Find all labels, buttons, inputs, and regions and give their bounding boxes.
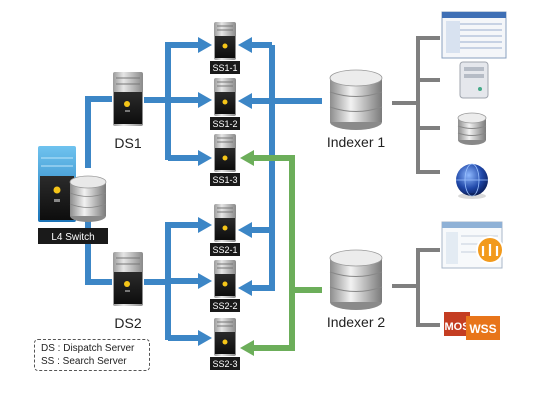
search-server-ss2-3: SS2-3 bbox=[210, 318, 240, 370]
ss-label: SS1-1 bbox=[212, 63, 237, 73]
connector-indexer2-ss23 bbox=[252, 290, 295, 351]
search-server-ss2-1: SS2-1 bbox=[210, 204, 240, 256]
green-connection-lines bbox=[252, 155, 322, 351]
ds2-label: DS2 bbox=[114, 315, 141, 331]
ss-label: SS1-2 bbox=[212, 119, 237, 129]
web-portal-screenshot-icon bbox=[441, 221, 504, 269]
ss-label: SS2-1 bbox=[212, 245, 237, 255]
l4-switch: L4 Switch bbox=[38, 146, 108, 244]
connector-indexer2-ss13 bbox=[252, 155, 322, 293]
ds1-label: DS1 bbox=[114, 135, 141, 151]
legend-ss: SS : Search Server bbox=[41, 356, 127, 367]
legend: DS : Dispatch Server SS : Search Server bbox=[34, 339, 150, 371]
ss-label: SS2-3 bbox=[212, 359, 237, 369]
connector-switch-ds1 bbox=[85, 96, 112, 168]
tower-server-icon bbox=[459, 61, 489, 99]
indexer-2: Indexer 2 bbox=[327, 249, 386, 330]
search-server-ss1-2: SS1-2 bbox=[210, 78, 240, 130]
mos-wss-logo: MOS WSS bbox=[444, 312, 500, 340]
search-server-ss1-3: SS1-3 bbox=[210, 134, 240, 186]
indexer2-label: Indexer 2 bbox=[327, 314, 386, 330]
small-database-icon bbox=[457, 112, 487, 145]
connector-ds1-bus bbox=[165, 42, 200, 160]
window-screenshot-icon bbox=[441, 11, 507, 59]
switch-label: L4 Switch bbox=[51, 232, 94, 243]
globe-icon bbox=[456, 163, 488, 199]
tree-lines bbox=[392, 36, 440, 327]
connector-switch-ds2 bbox=[85, 218, 112, 285]
green-arrowheads bbox=[240, 150, 254, 356]
search-server-ss2-2: SS2-2 bbox=[210, 260, 240, 312]
ds2-server: DS2 bbox=[113, 252, 143, 331]
wss-logo-text: WSS bbox=[469, 322, 496, 336]
ss-label: SS2-2 bbox=[212, 301, 237, 311]
ss-label: SS1-3 bbox=[212, 175, 237, 185]
blue-arrowheads bbox=[198, 37, 252, 346]
indexer-1: Indexer 1 bbox=[327, 69, 386, 150]
legend-ds: DS : Dispatch Server bbox=[41, 343, 135, 354]
indexer1-label: Indexer 1 bbox=[327, 134, 386, 150]
connector-ds2-bus bbox=[165, 222, 200, 340]
mos-logo-text: MOS bbox=[444, 321, 469, 333]
search-server-ss1-1: SS1-1 bbox=[210, 22, 240, 74]
ds1-server: DS1 bbox=[113, 72, 143, 151]
